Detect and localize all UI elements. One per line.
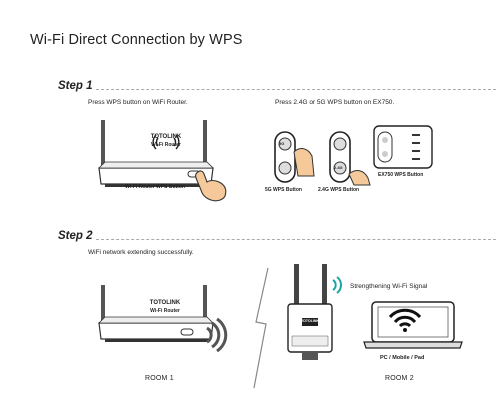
router-logo: TOTOLINK <box>150 134 182 140</box>
key-5g: 5G <box>279 141 285 146</box>
step1-router-instruction: Press WPS button on WiFi Router. <box>88 99 188 106</box>
ex750-device <box>373 125 433 169</box>
room2-extender-logo: TOTOLINK <box>301 319 319 323</box>
room2-label: ROOM 2 <box>385 375 414 382</box>
ex750-label: EX750 WPS Button <box>378 172 424 178</box>
wifi-signal-icon <box>206 317 228 353</box>
step2-instruction: WiFi network extending successfully. <box>88 249 194 256</box>
wifi-icon <box>388 308 422 332</box>
step2-divider <box>96 239 496 240</box>
pc-mobile-pad-label: PC / Mobile / Pad <box>380 355 425 361</box>
room1-router-logo: TOTOLINK <box>149 300 181 306</box>
step1-extender-instruction: Press 2.4G or 5G WPS button on EX750. <box>275 99 395 106</box>
step1-divider <box>96 89 496 90</box>
btn-24g-label: 2.4G WPS Button <box>318 187 360 193</box>
btn-5g-label: 5G WPS Button <box>265 187 302 193</box>
step2-label: Step 2 <box>58 230 93 242</box>
hand-pointer-icon <box>195 170 227 202</box>
wifi-signal-icon <box>152 134 159 150</box>
router-name: Wi-Fi Router <box>151 142 181 148</box>
wifi-signal-icon <box>332 276 342 294</box>
room1-router <box>98 285 214 342</box>
router-wps-button-label: Wi-Fi Router WPS Button <box>125 184 185 190</box>
room2-extender <box>287 264 333 360</box>
signal-label: Strengthening Wi-Fi Signal <box>350 283 428 290</box>
key-24g: 2.4G <box>334 165 343 170</box>
page-title: Wi-Fi Direct Connection by WPS <box>30 32 243 48</box>
router-illustration <box>98 120 214 187</box>
wps-buttons-closeup <box>274 131 371 186</box>
step1-label: Step 1 <box>58 80 93 92</box>
room1-label: ROOM 1 <box>145 375 174 382</box>
room1-router-name: Wi-Fi Router <box>150 308 180 314</box>
wifi-signal-icon <box>173 134 180 150</box>
lightning-divider-icon <box>253 267 269 389</box>
